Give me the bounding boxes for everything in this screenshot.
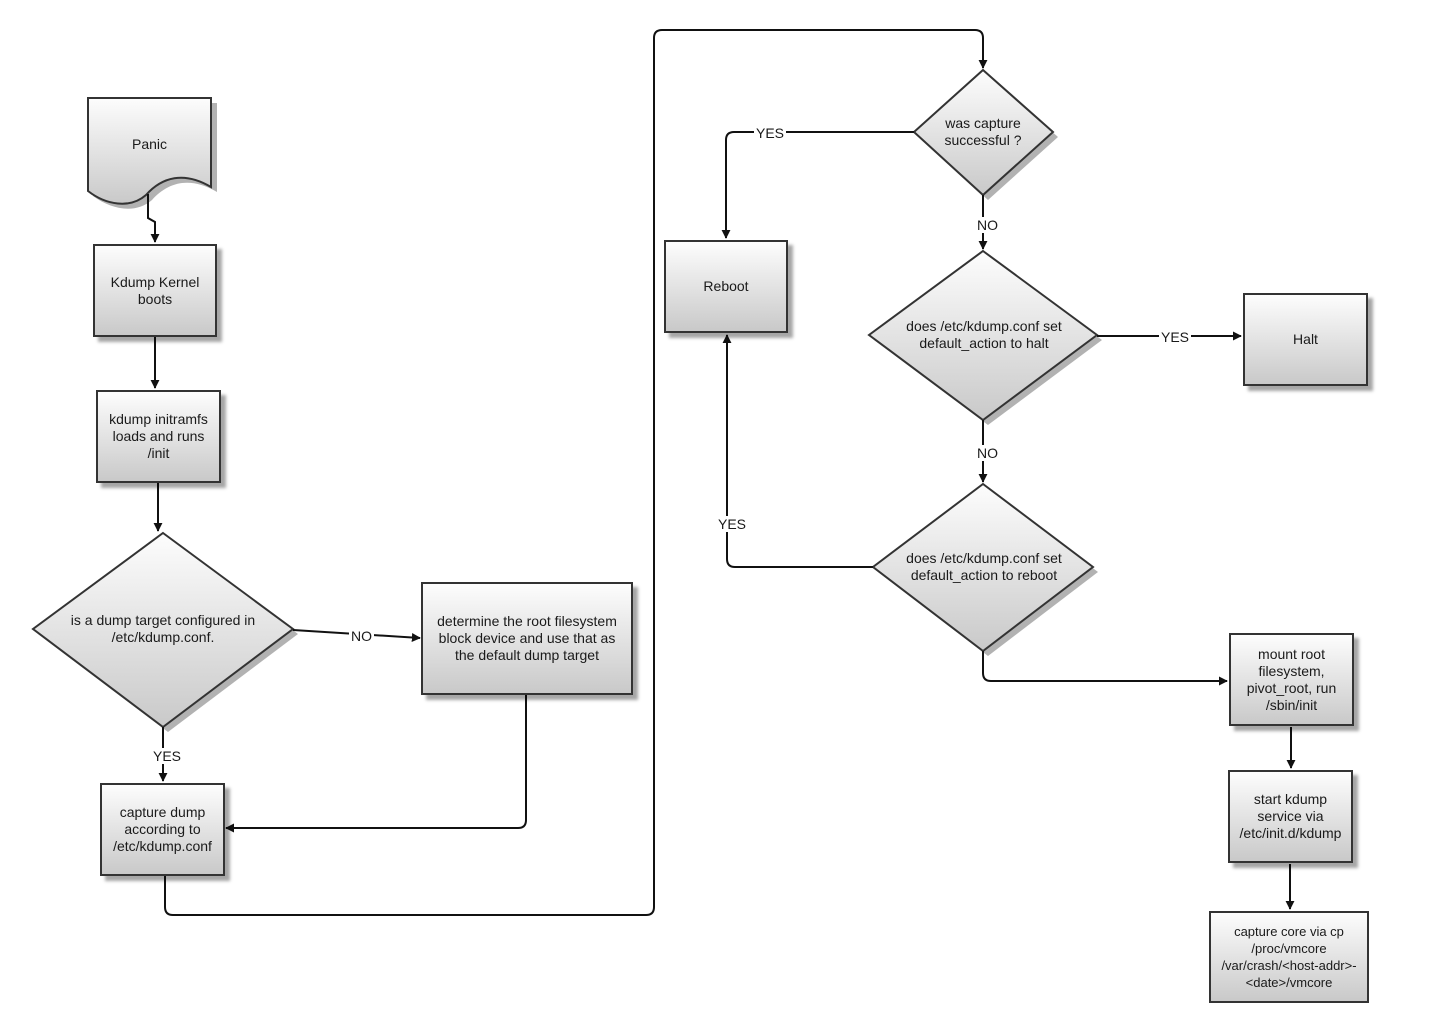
panic-node: Panic	[131, 135, 168, 152]
edge-label-reboot-yes: YES	[716, 516, 749, 532]
edge-capture-to-success-check	[164, 29, 988, 916]
mount-root-node: mount root filesystem, pivot_root, run /…	[1229, 633, 1354, 726]
root-filesystem-default-node: determine the root filesystem block devi…	[421, 582, 633, 695]
reboot-node: Reboot	[664, 240, 788, 333]
edge-rootfs-to-capture	[225, 694, 527, 833]
edge-label-dump-target-no: NO	[349, 628, 374, 644]
connectors	[147, 29, 1296, 916]
kdump-kernel-boots-node: Kdump Kernel boots	[93, 244, 217, 337]
start-kdump-service-node: start kdump service via /etc/init.d/kdum…	[1228, 770, 1353, 863]
edge-panic-to-kernel	[147, 194, 160, 243]
reboot-decision-node: does /etc/kdump.conf set default_action …	[906, 550, 1062, 583]
halt-decision-node: does /etc/kdump.conf set default_action …	[906, 318, 1062, 351]
capture-dump-node: capture dump according to /etc/kdump.con…	[100, 783, 225, 876]
capture-success-decision-node: was capture successful ?	[944, 115, 1022, 148]
panic-shape	[87, 97, 217, 209]
dump-target-decision-node: is a dump target configured in /etc/kdum…	[70, 612, 256, 645]
halt-node: Halt	[1243, 293, 1368, 386]
edge-label-capture-success-yes: YES	[754, 125, 787, 141]
kdump-initramfs-node: kdump initramfs loads and runs /init	[96, 390, 221, 483]
edge-label-dump-target-yes: YES	[151, 748, 184, 764]
edge-success-yes	[721, 131, 914, 239]
edge-label-halt-no: NO	[975, 445, 1000, 461]
edge-label-capture-success-no: NO	[975, 217, 1000, 233]
edge-reboot-yes	[722, 334, 873, 568]
edge-reboot-no	[982, 651, 1228, 686]
edge-label-halt-yes: YES	[1159, 329, 1192, 345]
capture-core-node: capture core via cp /proc/vmcore /var/cr…	[1209, 911, 1369, 1003]
